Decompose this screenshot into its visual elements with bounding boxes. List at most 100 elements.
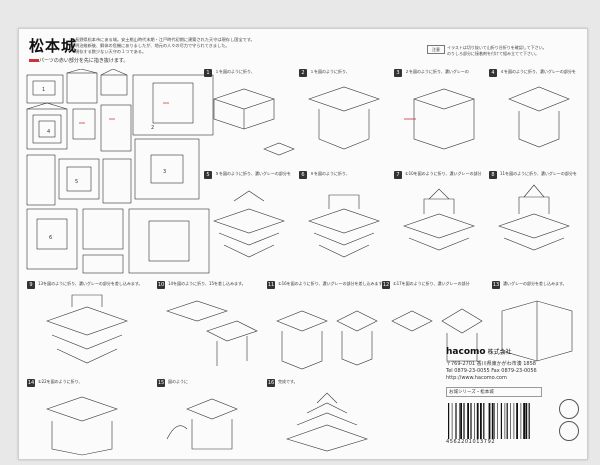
step-14: 14 ①22を図のように折り、 (27, 379, 157, 457)
step-number: 1 (204, 69, 212, 77)
step-text: １を図のように折り、 (310, 69, 350, 74)
step-number: 9 (27, 281, 35, 289)
certification-mark-icon (559, 421, 579, 441)
barcode-bar (474, 403, 475, 439)
barcode-bar (520, 403, 522, 439)
barcode-bar (493, 403, 495, 439)
barcode-bar (470, 403, 472, 439)
step-number: 15 (157, 379, 165, 387)
step-text: 14を図のように折り、15を差し込みます。 (168, 281, 246, 286)
step-illustration (213, 190, 285, 258)
step-number: 3 (394, 69, 402, 77)
step-illustration (166, 398, 238, 450)
step-number: 4 (489, 69, 497, 77)
step-number: 16 (267, 379, 275, 387)
svg-text:4: 4 (47, 129, 50, 135)
barcode-bar (525, 403, 528, 439)
barcode-bar (491, 403, 493, 439)
step-illustration (213, 88, 295, 156)
step-number: 10 (157, 281, 165, 289)
step-number: 11 (267, 281, 275, 289)
barcode-bar (497, 403, 498, 439)
step-text: 11を図のように折り、濃いグレーの部分を (500, 171, 577, 176)
step-1: 1 １を図のように折り、 (204, 69, 299, 169)
barcode-bar (488, 403, 491, 439)
step-15: 15 図のように (157, 379, 267, 457)
barcode-bar (504, 403, 506, 439)
series-label: お城シリーズ・松本城 (446, 387, 542, 397)
step-text: ①17を図のように折り、濃いグレーの部分 (393, 281, 470, 286)
barcode-bar (516, 403, 518, 439)
barcode-bar (467, 403, 469, 439)
website-line: http://www.hacomo.com (446, 375, 507, 381)
svg-text:2: 2 (151, 125, 154, 131)
svg-text:6: 6 (49, 235, 52, 241)
barcode-bar (455, 403, 457, 439)
step-5: 5 ５を図のように折り、濃いグレーの部分を (204, 171, 299, 271)
step-text: 濃いグレーの部分を差し込みます。 (503, 281, 567, 286)
step-text: ①22を図のように折り、 (38, 379, 83, 384)
barcode-bar (513, 403, 515, 439)
barcode-bar (483, 403, 485, 439)
step-text: 13を図のように折り、濃いグレーの部分を差し込みます。 (38, 281, 143, 286)
step-9: 9 13を図のように折り、濃いグレーの部分を差し込みます。 (27, 281, 157, 376)
step-number: 2 (299, 69, 307, 77)
instruction-sheet: 松本城 長野県松本市にある城。安土桃山時代末期・江戸時代初期に建築された天守は現… (18, 28, 588, 460)
step-text: ４を図のように折り、濃いグレーの部分を (500, 69, 576, 74)
step-illustration (391, 308, 483, 362)
brand-name: hacomo (446, 347, 486, 357)
barcode-bar (459, 403, 460, 439)
intro-text: 長野県松本市にある城。安土桃山時代末期・江戸時代初期に建築された天守は現存し国宝… (75, 37, 375, 55)
step-text: ５を図のように折り、濃いグレーの部分を (215, 171, 291, 176)
step-text: ①10を図のように折り、濃いグレーの部分 (405, 171, 482, 176)
caution-line: イラストは切り抜いて山折り谷折りを確認して下さい。 (447, 45, 547, 50)
step-11: 11 ①16を図のように折り、濃いグレーの部分を差し込みます。 (267, 281, 386, 376)
barcode-bar (451, 403, 453, 439)
intro-line: 現存する数少ない天守の１つである。 (75, 49, 147, 54)
step-6: 6 ９を図のように折り、 (299, 171, 394, 271)
part-label: 1 (42, 87, 45, 93)
caution-text: イラストは切り抜いて山折り谷折りを確認して下さい。 のりしろ部分に接着剤を付けて… (447, 45, 583, 56)
step-illustration (501, 300, 573, 362)
barcode-bar (476, 403, 479, 439)
intro-line: 明治維新後、解体の危機にありましたが、地元の人々の尽力で守られてきました。 (75, 43, 230, 48)
step-number: 8 (489, 171, 497, 179)
step-3: 3 ２を図のように折り、濃いグレーの (394, 69, 489, 169)
step-illustration (508, 86, 570, 148)
step-text: １を図のように折り、 (215, 69, 255, 74)
step-text: ①16を図のように折り、濃いグレーの部分を差し込みます。 (278, 281, 387, 286)
step-number: 14 (27, 379, 35, 387)
step-13: 13 濃いグレーの部分を差し込みます。 (492, 281, 584, 376)
barcode-bar (463, 403, 465, 439)
step-8: 8 11を図のように折り、濃いグレーの部分を (489, 171, 584, 271)
step-16: 16 完成です。 (267, 379, 387, 457)
step-illustration (498, 184, 570, 251)
barcode-bar (480, 403, 482, 439)
step-number: 6 (299, 171, 307, 179)
caution-label: 注意 (427, 45, 445, 54)
step-illustration (166, 300, 258, 366)
step-7: 7 ①10を図のように折り、濃いグレーの部分 (394, 171, 489, 271)
step-text: 図のように (168, 379, 188, 384)
step-illustration (308, 86, 380, 150)
step-text: 完成です。 (278, 379, 298, 384)
caution-line: のりしろ部分に接着剤を付けて組み立てて下さい。 (447, 50, 539, 56)
step-illustration (404, 88, 475, 150)
barcode-number: 4562201013792 (446, 439, 496, 445)
svg-text:3: 3 (163, 169, 166, 175)
barcode-bar (448, 403, 450, 439)
parts-layout-diagram: 1 2 3 4 5 6 (26, 69, 214, 274)
address-block: 〒769-2701 香川県東かがわ市湊 1858 Tel 0879-23-005… (446, 361, 537, 382)
step-illustration (46, 396, 118, 456)
step-illustration (286, 392, 368, 452)
barcode-bar (523, 403, 525, 439)
page-title: 松本城 (29, 37, 78, 55)
step-number: 13 (492, 281, 500, 289)
step-12: 12 ①17を図のように折り、濃いグレーの部分 (382, 281, 492, 376)
assembly-steps: 1 １を図のように折り、 2 １を図のように折り、 3 ２を図のように折り、濃い… (19, 29, 587, 459)
step-illustration (276, 310, 378, 370)
barcode-bar (506, 403, 508, 439)
step-10: 10 14を図のように折り、15を差し込みます。 (157, 281, 267, 376)
address-line: 〒769-2701 香川県東かがわ市湊 1858 (446, 361, 536, 367)
barcode-bar (500, 403, 502, 439)
